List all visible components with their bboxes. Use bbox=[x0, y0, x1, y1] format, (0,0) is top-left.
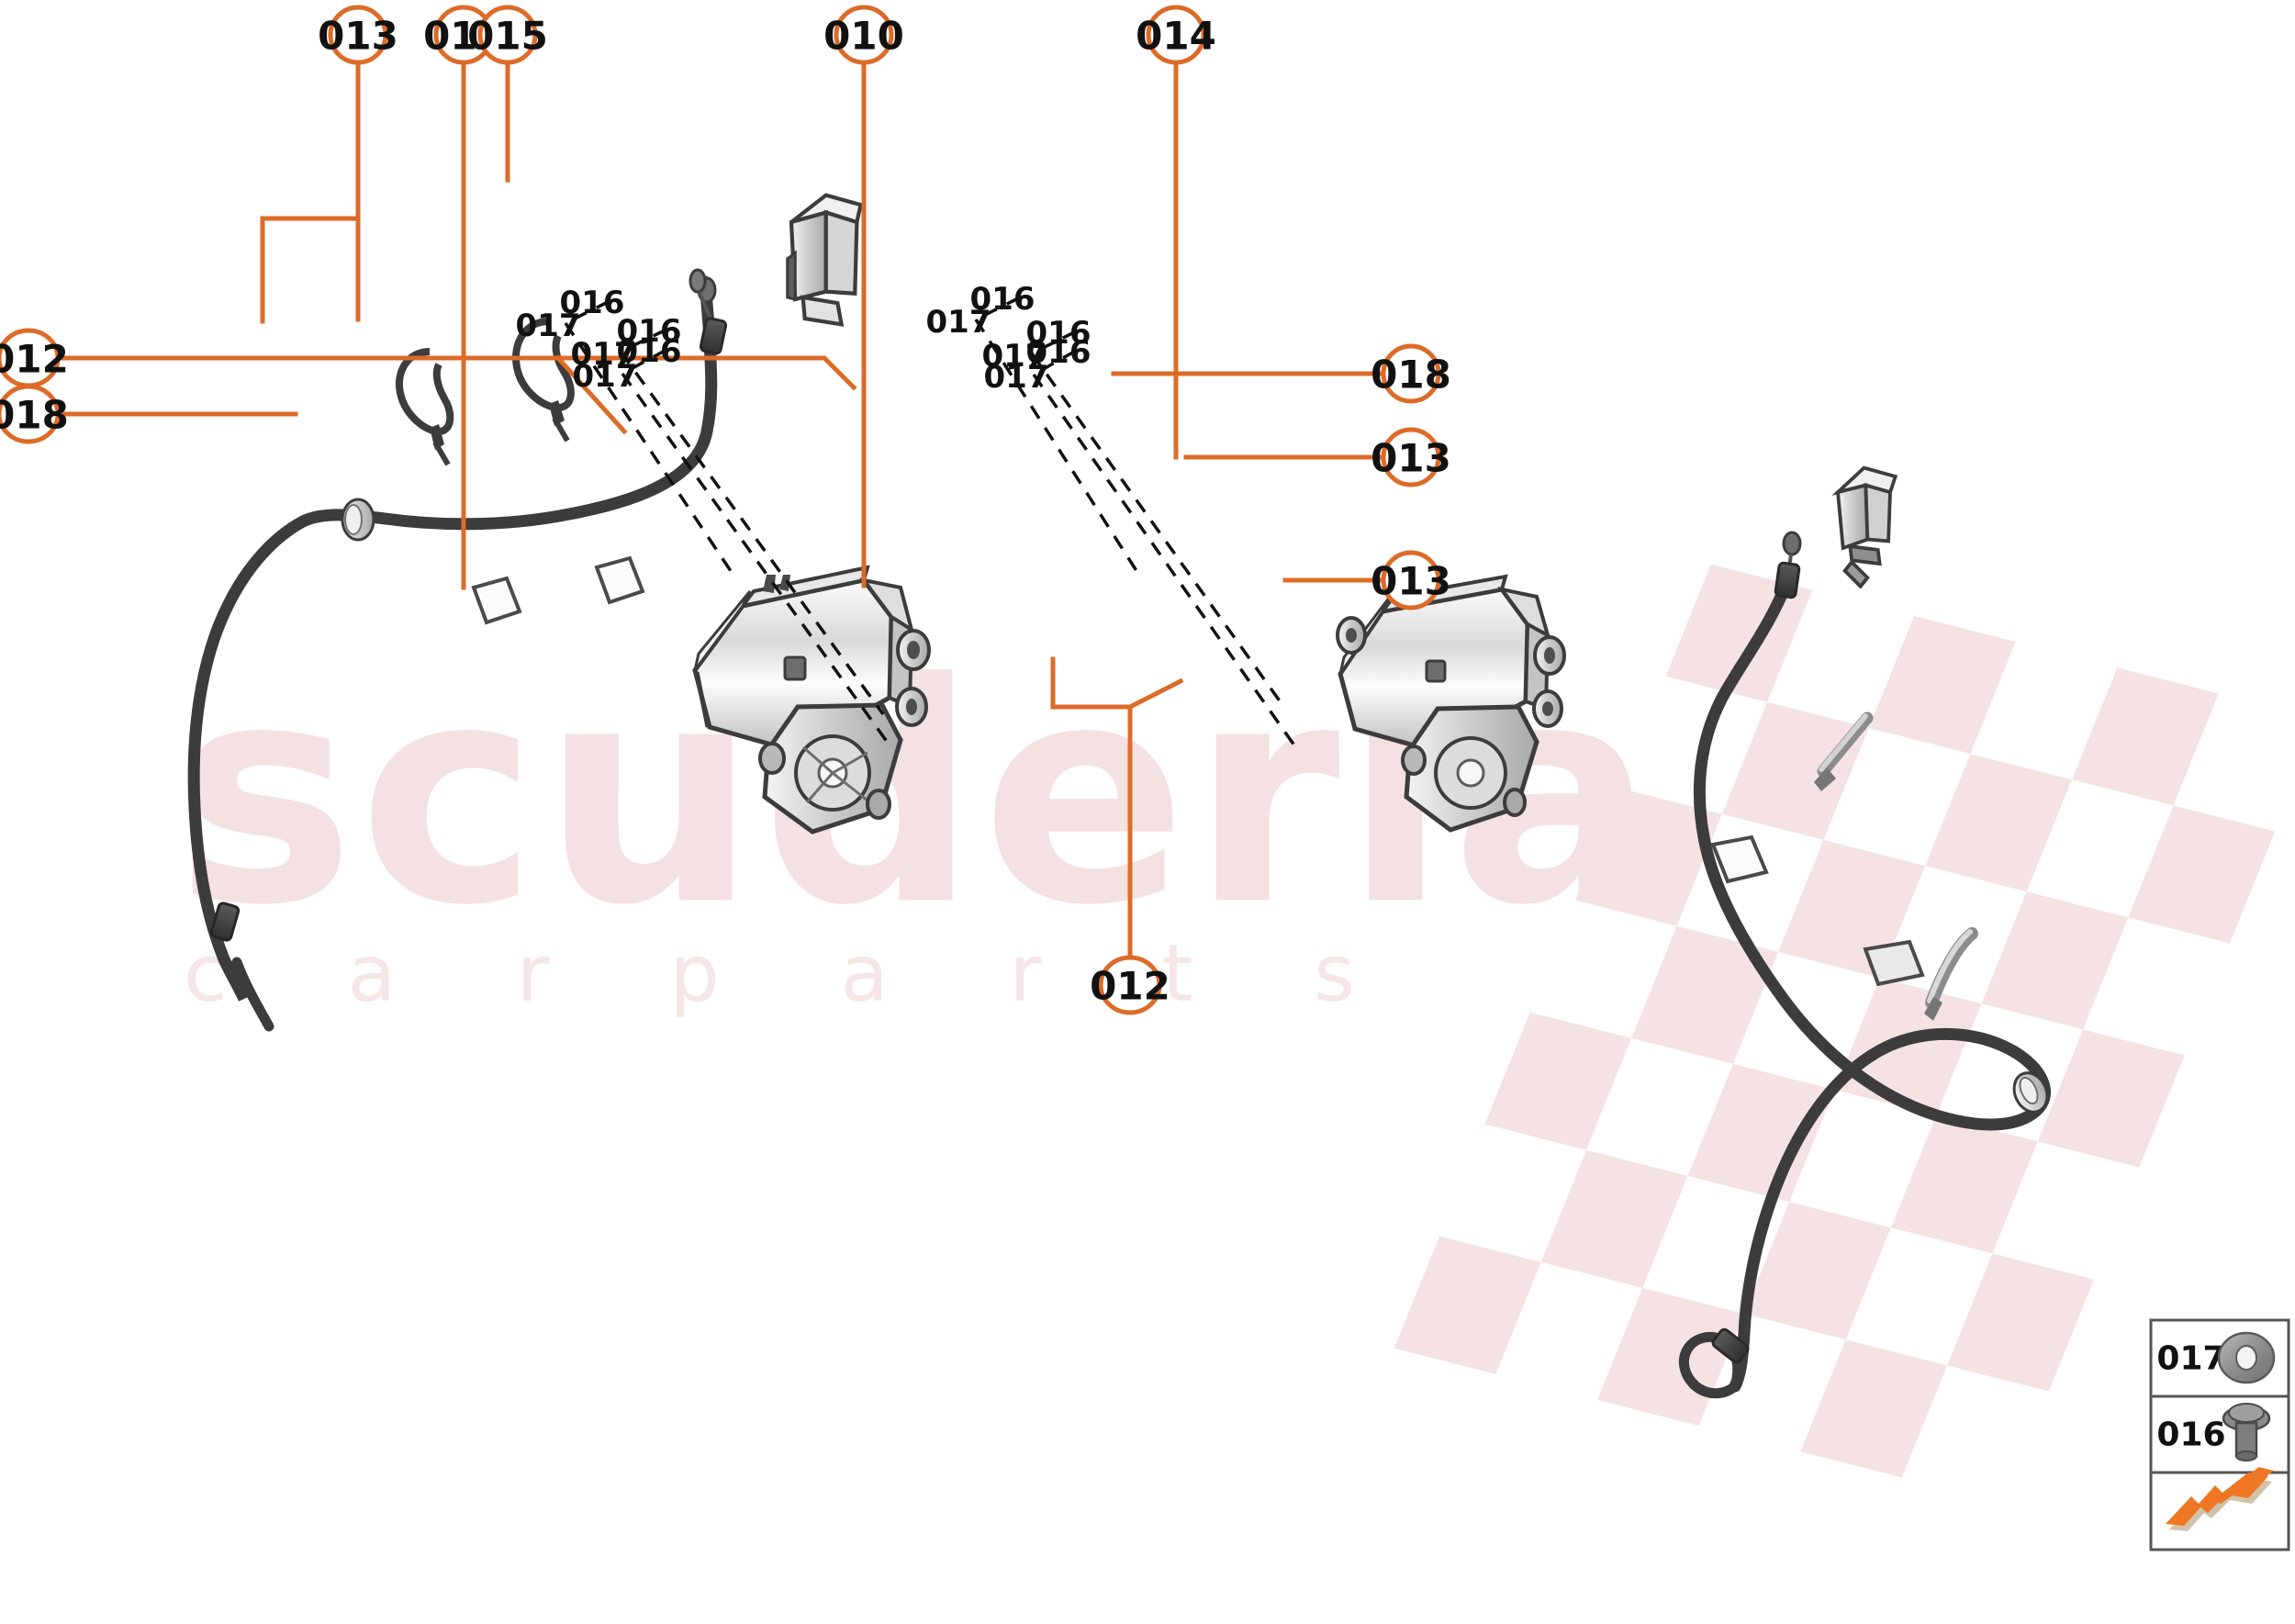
retainer-plate-icon bbox=[1710, 834, 1769, 884]
hose-grommet-icon bbox=[2012, 1071, 2049, 1114]
legend-row-016[interactable]: 016 bbox=[2156, 1403, 2271, 1462]
hose-ferrule-icon bbox=[1774, 561, 1801, 599]
retainer-plate-icon bbox=[471, 576, 522, 625]
retainer-plate-icon bbox=[594, 555, 645, 605]
bracket-clip-icon bbox=[1831, 465, 1898, 589]
dash-left-016-c bbox=[621, 348, 667, 375]
dash-right-017-b bbox=[1030, 352, 1287, 711]
hose-grommet-icon bbox=[341, 498, 375, 542]
hw-label-017: 017 bbox=[573, 358, 638, 395]
hw-label-017: 017 bbox=[984, 359, 1049, 396]
callout-label: 013 bbox=[1371, 559, 1451, 604]
orange-arrow-logo-icon bbox=[2166, 1467, 2274, 1531]
callout-label: 010 bbox=[823, 14, 904, 59]
callout-label: 012 bbox=[0, 337, 69, 382]
legend-row-017[interactable]: 017 bbox=[2156, 1331, 2276, 1384]
mounting-lug bbox=[1532, 689, 1563, 728]
hose-end-fitting-icon bbox=[688, 268, 728, 355]
callout-015[interactable]: 015 bbox=[467, 5, 548, 65]
bracket-clip-icon bbox=[786, 193, 864, 327]
dash-right-016-b bbox=[1031, 330, 1077, 355]
mounting-lug bbox=[896, 629, 931, 671]
dash-left-017-b bbox=[619, 350, 885, 716]
hw-label-017: 017 bbox=[982, 338, 1047, 375]
bolt-icon bbox=[2222, 1403, 2271, 1462]
dash-right-016-a bbox=[975, 296, 1021, 321]
callout-012-bottom[interactable]: 012 bbox=[1090, 955, 1170, 1015]
callout-013-right-a[interactable]: 013 bbox=[1371, 427, 1451, 487]
hose-ferrule-icon bbox=[209, 902, 241, 942]
callout-label: 013 bbox=[1371, 436, 1451, 481]
hw-label-016: 016 bbox=[617, 333, 682, 370]
legend-label-016: 016 bbox=[2156, 1417, 2225, 1454]
hw-label-017: 017 bbox=[926, 304, 991, 341]
callout-013-topleft[interactable]: 013 bbox=[318, 5, 398, 65]
brake-hose-icon bbox=[1679, 531, 2051, 1399]
legend-row-logo[interactable] bbox=[2166, 1467, 2274, 1531]
leader-012-left-branch-a bbox=[554, 354, 628, 435]
callout-label: 013 bbox=[318, 14, 398, 59]
leader-012-bottom-branch-b bbox=[1126, 678, 1184, 711]
callout-012-left[interactable]: 012 bbox=[0, 328, 69, 388]
retainer-plate-icon bbox=[1863, 939, 1925, 987]
callout-013-right-b[interactable]: 013 bbox=[1371, 550, 1451, 610]
hw-label-016: 016 bbox=[617, 313, 682, 350]
checkered-flag-watermark bbox=[1394, 564, 2276, 1478]
mounting-lug bbox=[895, 687, 928, 727]
cable-tie-icon bbox=[395, 348, 454, 466]
abs-hydraulic-unit-icon bbox=[692, 565, 931, 834]
hose-loop-end-icon bbox=[1679, 1327, 1750, 1399]
hw-label-016: 016 bbox=[970, 281, 1036, 318]
callout-label: 014 bbox=[1136, 14, 1216, 59]
dash-left-016-a bbox=[565, 299, 610, 325]
callout-label: 018 bbox=[1371, 353, 1451, 398]
callout-018-left[interactable]: 018 bbox=[0, 384, 69, 444]
hw-label-016: 016 bbox=[1026, 315, 1092, 352]
brake-hose-icon bbox=[187, 275, 718, 1032]
hw-label-017: 017 bbox=[571, 336, 636, 373]
callout-label: 018 bbox=[0, 393, 69, 438]
mounting-lug bbox=[1533, 635, 1566, 676]
callout-018-right[interactable]: 018 bbox=[1371, 343, 1451, 404]
legend-label-017: 017 bbox=[2156, 1340, 2225, 1378]
hw-label-016: 016 bbox=[560, 285, 625, 321]
callout-010[interactable]: 010 bbox=[823, 5, 904, 65]
leader-012-left-branch-b bbox=[640, 355, 857, 391]
callout-014[interactable]: 014 bbox=[1136, 5, 1216, 65]
hw-label-016: 016 bbox=[1026, 334, 1092, 371]
watermark-sub-text: c a r p a r t s bbox=[184, 928, 1403, 1020]
dash-left-016-b bbox=[620, 328, 667, 353]
callout-label: 015 bbox=[467, 14, 548, 59]
cable-tie-icon bbox=[1924, 927, 1978, 1021]
leader-012-bottom-branch-a bbox=[1050, 656, 1133, 960]
dash-right-016-c bbox=[1033, 349, 1077, 376]
hw-label-017: 017 bbox=[516, 308, 581, 344]
callout-label: 012 bbox=[1090, 964, 1170, 1009]
washer-icon bbox=[2217, 1331, 2276, 1384]
mounting-lug bbox=[1336, 616, 1367, 655]
cable-tie-icon bbox=[1814, 711, 1874, 791]
